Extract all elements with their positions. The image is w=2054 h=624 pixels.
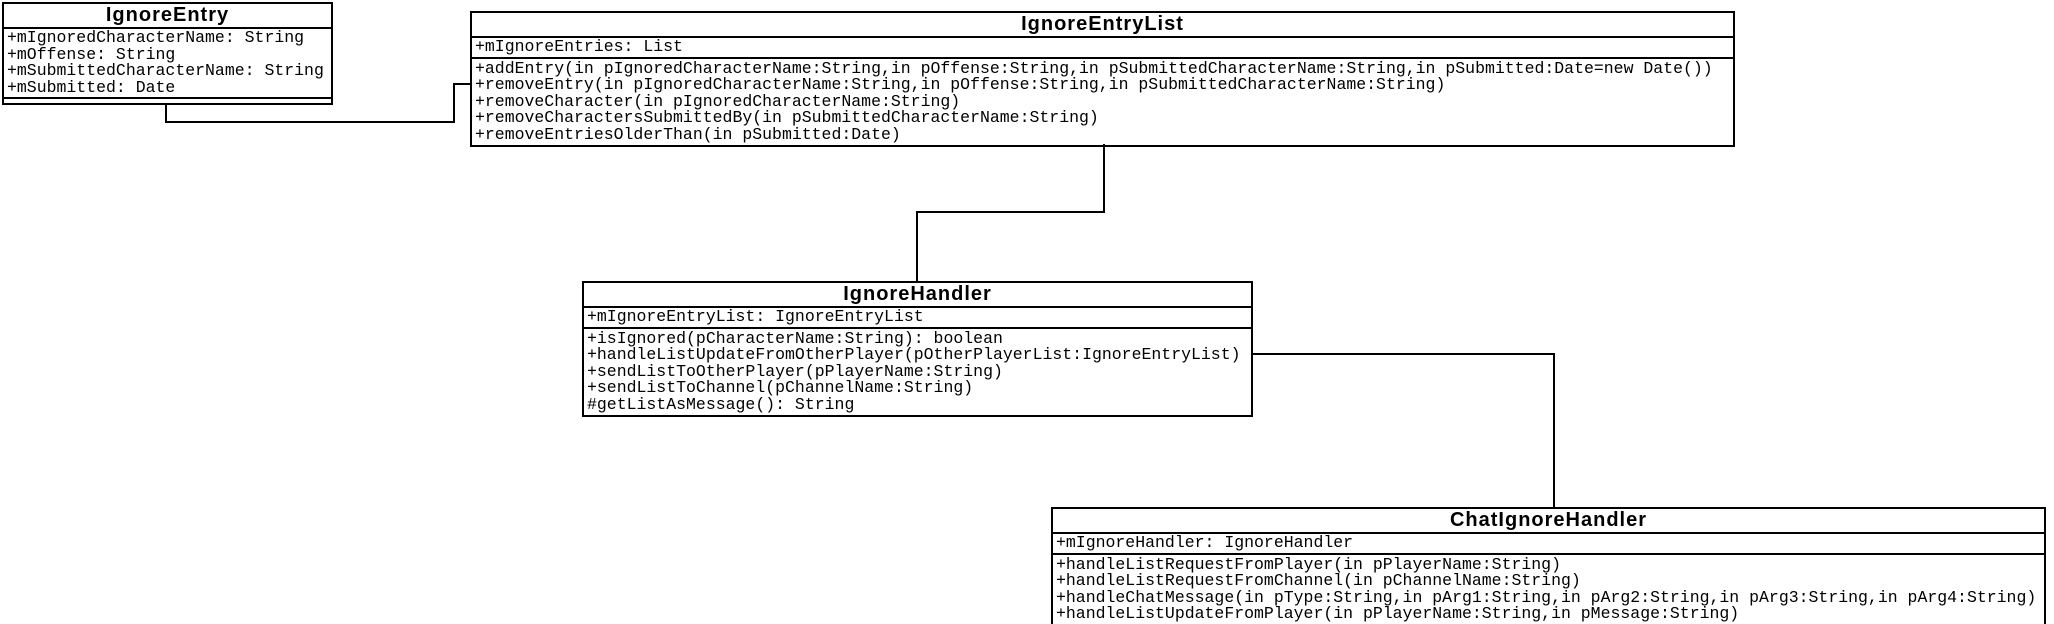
class-name: IgnoreEntryList	[472, 13, 1733, 38]
class-attribute: +mIgnoredCharacterName: String	[7, 28, 305, 47]
attributes-compartment: +mIgnoreEntries: List	[472, 38, 1733, 59]
class-method: +sendListToChannel(pChannelName:String)	[587, 378, 974, 397]
class-method: +handleListRequestFromPlayer(in pPlayerN…	[1056, 554, 1561, 574]
relationship-list-to-handler-segment	[916, 211, 918, 283]
relationship-entry-to-list-segment	[165, 103, 167, 123]
relationship-entry-to-list-segment	[453, 83, 472, 85]
class-box-ignore-entry-list: IgnoreEntryList +mIgnoreEntries: List +a…	[470, 11, 1735, 147]
class-attribute: +mIgnoreEntryList: IgnoreEntryList	[587, 307, 924, 326]
class-attribute: +mSubmitted: Date	[7, 77, 176, 97]
class-box-ignore-handler: IgnoreHandler +mIgnoreEntryList: IgnoreE…	[582, 281, 1253, 417]
class-attribute: +mIgnoreHandler: IgnoreHandler	[1056, 533, 1354, 552]
class-name: IgnoreEntry	[4, 4, 331, 29]
class-attribute: +mSubmittedCharacterName: String	[7, 61, 324, 80]
class-method: +removeEntriesOlderThan(in pSubmitted:Da…	[475, 124, 901, 144]
class-method: +removeCharactersSubmittedBy(in pSubmitt…	[475, 108, 1099, 127]
relationship-handler-to-chat-segment	[1251, 353, 1555, 355]
class-attribute: +mIgnoreEntries: List	[475, 37, 683, 56]
methods-compartment: +addEntry(in pIgnoredCharacterName:Strin…	[472, 59, 1733, 146]
relationship-list-to-handler-segment	[916, 211, 1105, 213]
class-method: +handleListUpdateFromOtherPlayer(pOtherP…	[587, 345, 1241, 364]
relationship-list-to-handler-segment	[1103, 144, 1105, 213]
class-method: +removeCharacter(in pIgnoredCharacterNam…	[475, 91, 961, 111]
methods-compartment: +isIgnored(pCharacterName:String): boole…	[584, 329, 1251, 416]
class-method: +sendListToOtherPlayer(pPlayerName:Strin…	[587, 361, 1003, 381]
relationship-handler-to-chat-segment	[1553, 353, 1555, 509]
class-method: +handleListUpdateFromPlayer(in pPlayerNa…	[1056, 604, 1740, 623]
attributes-compartment: +mIgnoreEntryList: IgnoreEntryList	[584, 308, 1251, 329]
class-method: +addEntry(in pIgnoredCharacterName:Strin…	[475, 58, 1713, 78]
class-method: #getListAsMessage(): String	[587, 394, 855, 414]
class-name: ChatIgnoreHandler	[1053, 509, 2044, 534]
class-box-chat-ignore-handler: ChatIgnoreHandler +mIgnoreHandler: Ignor…	[1051, 507, 2046, 624]
class-method: +handleListRequestFromChannel(in pChanne…	[1056, 571, 1581, 590]
class-box-ignore-entry: IgnoreEntry +mIgnoredCharacterName: Stri…	[2, 2, 333, 105]
class-method: +isIgnored(pCharacterName:String): boole…	[587, 328, 1003, 348]
class-method: +removeEntry(in pIgnoredCharacterName:St…	[475, 75, 1446, 94]
class-method: +handleChatMessage(in pType:String,in pA…	[1056, 587, 2037, 607]
attributes-compartment: +mIgnoreHandler: IgnoreHandler	[1053, 534, 2044, 555]
attributes-compartment: +mIgnoredCharacterName: String +mOffense…	[4, 29, 331, 99]
class-name: IgnoreHandler	[584, 283, 1251, 308]
relationship-entry-to-list-segment	[453, 83, 455, 123]
methods-compartment: +handleListRequestFromPlayer(in pPlayerN…	[1053, 555, 2044, 624]
relationship-entry-to-list-segment	[165, 121, 455, 123]
methods-compartment	[4, 99, 331, 103]
class-attribute: +mOffense: String	[7, 44, 176, 64]
